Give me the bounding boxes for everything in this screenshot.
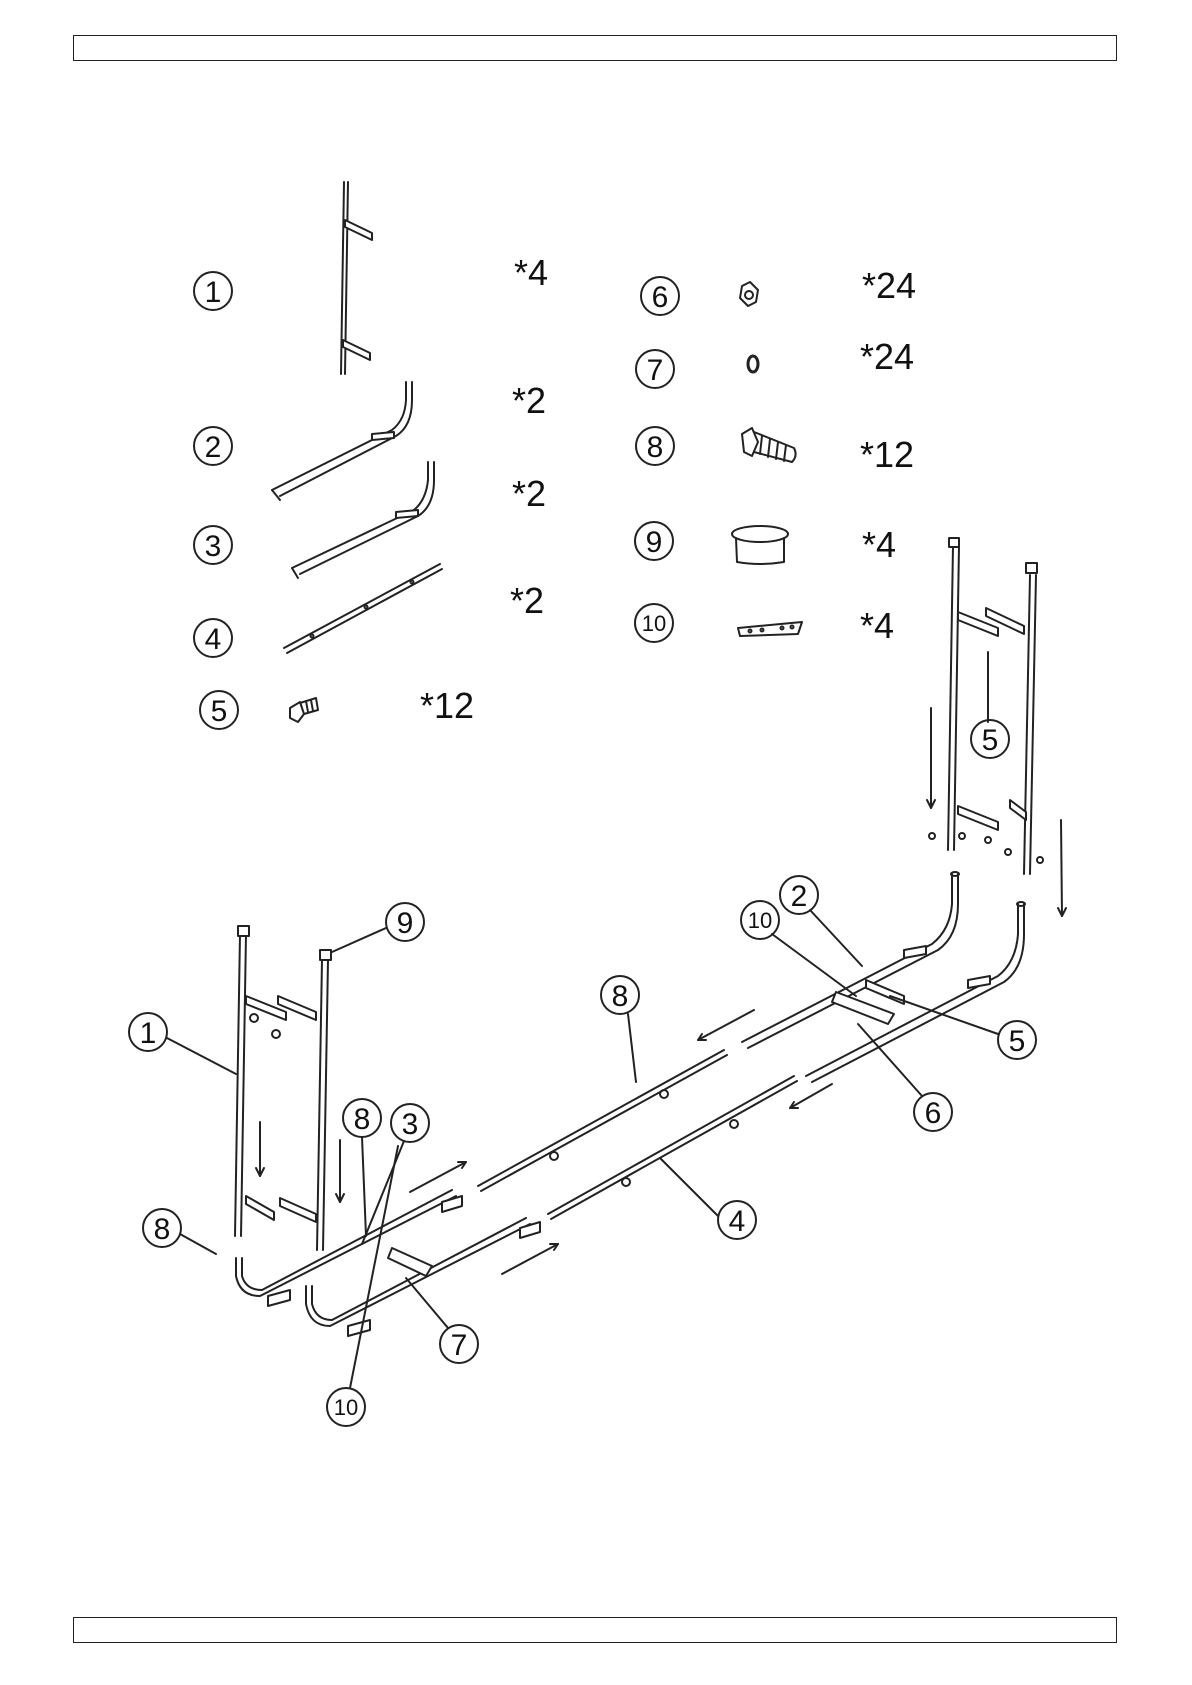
part-7-number: 7	[647, 354, 664, 387]
part-3-number: 3	[205, 530, 222, 563]
part-9-number: 9	[646, 526, 663, 559]
part-8-qty: *12	[860, 434, 914, 475]
part-6-qty: *24	[862, 265, 916, 306]
left-arrows	[256, 1122, 344, 1202]
assembly-callouts: 1 2 3 4 5 5 6 7 8 8 8 9 10 10	[129, 720, 1036, 1426]
right-legs	[929, 538, 1043, 874]
part-10-drawing	[738, 622, 802, 636]
part-1-callout: 1 *4	[194, 252, 548, 310]
svg-text:4: 4	[729, 1205, 746, 1238]
middle-arrows	[410, 1010, 832, 1274]
part-4-qty: *2	[510, 580, 544, 621]
part-10-qty: *4	[860, 605, 894, 646]
part-5-qty: *12	[420, 685, 474, 726]
part-6-number: 6	[652, 281, 669, 314]
svg-text:1: 1	[140, 1017, 157, 1050]
part-8-drawing	[742, 428, 796, 462]
part-3-qty: *2	[512, 473, 546, 514]
part-10-number: 10	[642, 611, 666, 636]
part-7-callout: 7 *24	[636, 336, 914, 388]
part-9-qty: *4	[862, 524, 896, 565]
part-3-callout: 3 *2	[194, 473, 546, 564]
left-rails	[236, 1190, 540, 1336]
part-2-callout: 2 *2	[194, 380, 546, 465]
part-2-drawing	[272, 382, 412, 500]
part-5-drawing	[290, 698, 318, 722]
right-rails	[742, 872, 1025, 1082]
part-4-drawing	[284, 564, 442, 653]
svg-text:3: 3	[402, 1108, 419, 1141]
part-4-callout: 4 *2	[194, 580, 544, 657]
svg-text:5: 5	[982, 724, 999, 757]
svg-text:10: 10	[334, 1395, 358, 1420]
svg-text:8: 8	[154, 1213, 171, 1246]
part-1-drawing	[341, 182, 372, 374]
part-4-number: 4	[205, 623, 222, 656]
part-7-qty: *24	[860, 336, 914, 377]
svg-text:8: 8	[354, 1103, 371, 1136]
part-1-number: 1	[205, 276, 222, 309]
svg-text:8: 8	[612, 980, 629, 1013]
part-2-qty: *2	[512, 380, 546, 421]
part-5-callout: 5 *12	[200, 685, 474, 729]
part-2-number: 2	[205, 431, 222, 464]
part-1-qty: *4	[514, 252, 548, 293]
part-8-number: 8	[647, 431, 664, 464]
middle-tubes	[478, 1050, 797, 1219]
part-6-callout: 6 *24	[641, 265, 916, 315]
part-6-drawing	[740, 282, 758, 306]
part-8-callout: 8 *12	[636, 427, 914, 475]
part-9-drawing	[732, 526, 788, 564]
svg-text:6: 6	[925, 1097, 942, 1130]
part-5-number: 5	[211, 695, 228, 728]
svg-text:2: 2	[791, 880, 808, 913]
svg-text:7: 7	[451, 1329, 468, 1362]
svg-text:9: 9	[397, 907, 414, 940]
svg-text:10: 10	[748, 908, 772, 933]
svg-text:5: 5	[1009, 1025, 1026, 1058]
part-7-drawing	[748, 356, 758, 372]
left-legs	[235, 926, 331, 1250]
